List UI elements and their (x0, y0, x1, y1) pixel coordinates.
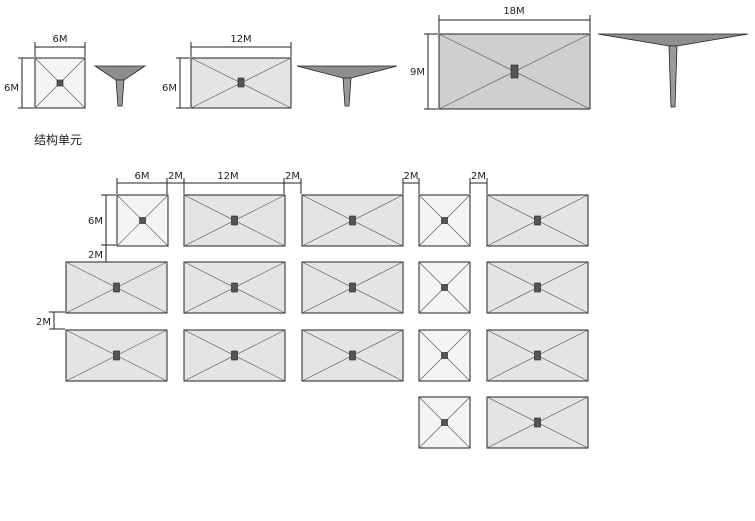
unit-large-height-label: 9M (410, 67, 425, 78)
grid-unit-small (116, 194, 169, 247)
grid-row-gap-1-label: 2M (88, 250, 103, 261)
column-icon (534, 215, 541, 226)
grid-unit-medium (183, 194, 286, 247)
grid-unit-medium (301, 329, 404, 382)
unit-medium-width-label: 12M (230, 34, 251, 45)
column-icon (534, 417, 541, 428)
unit-small-width-label: 6M (53, 34, 68, 45)
column-icon (349, 282, 356, 293)
column-icon (441, 284, 448, 291)
grid-gap-2-label: 2M (285, 171, 300, 182)
column-icon (441, 217, 448, 224)
unit-medium-elevation (296, 65, 398, 107)
column-icon (231, 350, 238, 361)
grid-unit-medium (301, 261, 404, 314)
column-icon (534, 350, 541, 361)
grid-gap-1-label: 2M (168, 171, 183, 182)
grid-unit-small (418, 261, 471, 314)
grid-unit-small (418, 194, 471, 247)
grid-height-small-label: 6M (88, 216, 103, 227)
grid-unit-medium (486, 261, 589, 314)
column-icon (349, 350, 356, 361)
column-icon (139, 217, 146, 224)
unit-small: 6M 6M (4, 34, 86, 109)
column-icon (231, 215, 238, 226)
grid-dimensions: 6M 2M 12M 2M 2M 2M 6M 2M 2M (36, 171, 488, 330)
grid-gap-3-label: 2M (404, 171, 419, 182)
unit-medium-height-label: 6M (162, 83, 177, 94)
unit-large-width-label: 18M (503, 6, 524, 17)
unit-medium-column-icon (237, 77, 245, 88)
structural-unit-caption: 结构单元 (34, 132, 82, 147)
grid-unit-medium (486, 329, 589, 382)
column-icon (534, 282, 541, 293)
grid-unit-medium (65, 329, 168, 382)
column-icon (441, 352, 448, 359)
grid-unit-medium (183, 261, 286, 314)
column-icon (441, 419, 448, 426)
grid-width-small-label: 6M (135, 171, 150, 182)
layout-grid (65, 194, 589, 449)
column-icon (349, 215, 356, 226)
grid-unit-medium (486, 194, 589, 247)
unit-small-column-icon (56, 79, 64, 87)
grid-row-gap-2-label: 2M (36, 317, 51, 328)
unit-large: 18M 9M (410, 6, 591, 110)
unit-large-elevation (597, 33, 749, 108)
grid-unit-small (418, 396, 471, 449)
grid-gap-4-label: 2M (471, 171, 486, 182)
unit-medium: 12M 6M (162, 34, 292, 109)
unit-small-height-label: 6M (4, 83, 19, 94)
column-icon (113, 350, 120, 361)
grid-unit-medium (486, 396, 589, 449)
grid-unit-small (418, 329, 471, 382)
column-icon (113, 282, 120, 293)
grid-unit-medium (65, 261, 168, 314)
column-icon (231, 282, 238, 293)
grid-width-medium-label: 12M (217, 171, 238, 182)
grid-unit-medium (301, 194, 404, 247)
unit-large-column-icon (510, 64, 519, 79)
grid-unit-medium (183, 329, 286, 382)
unit-small-elevation (93, 65, 147, 107)
